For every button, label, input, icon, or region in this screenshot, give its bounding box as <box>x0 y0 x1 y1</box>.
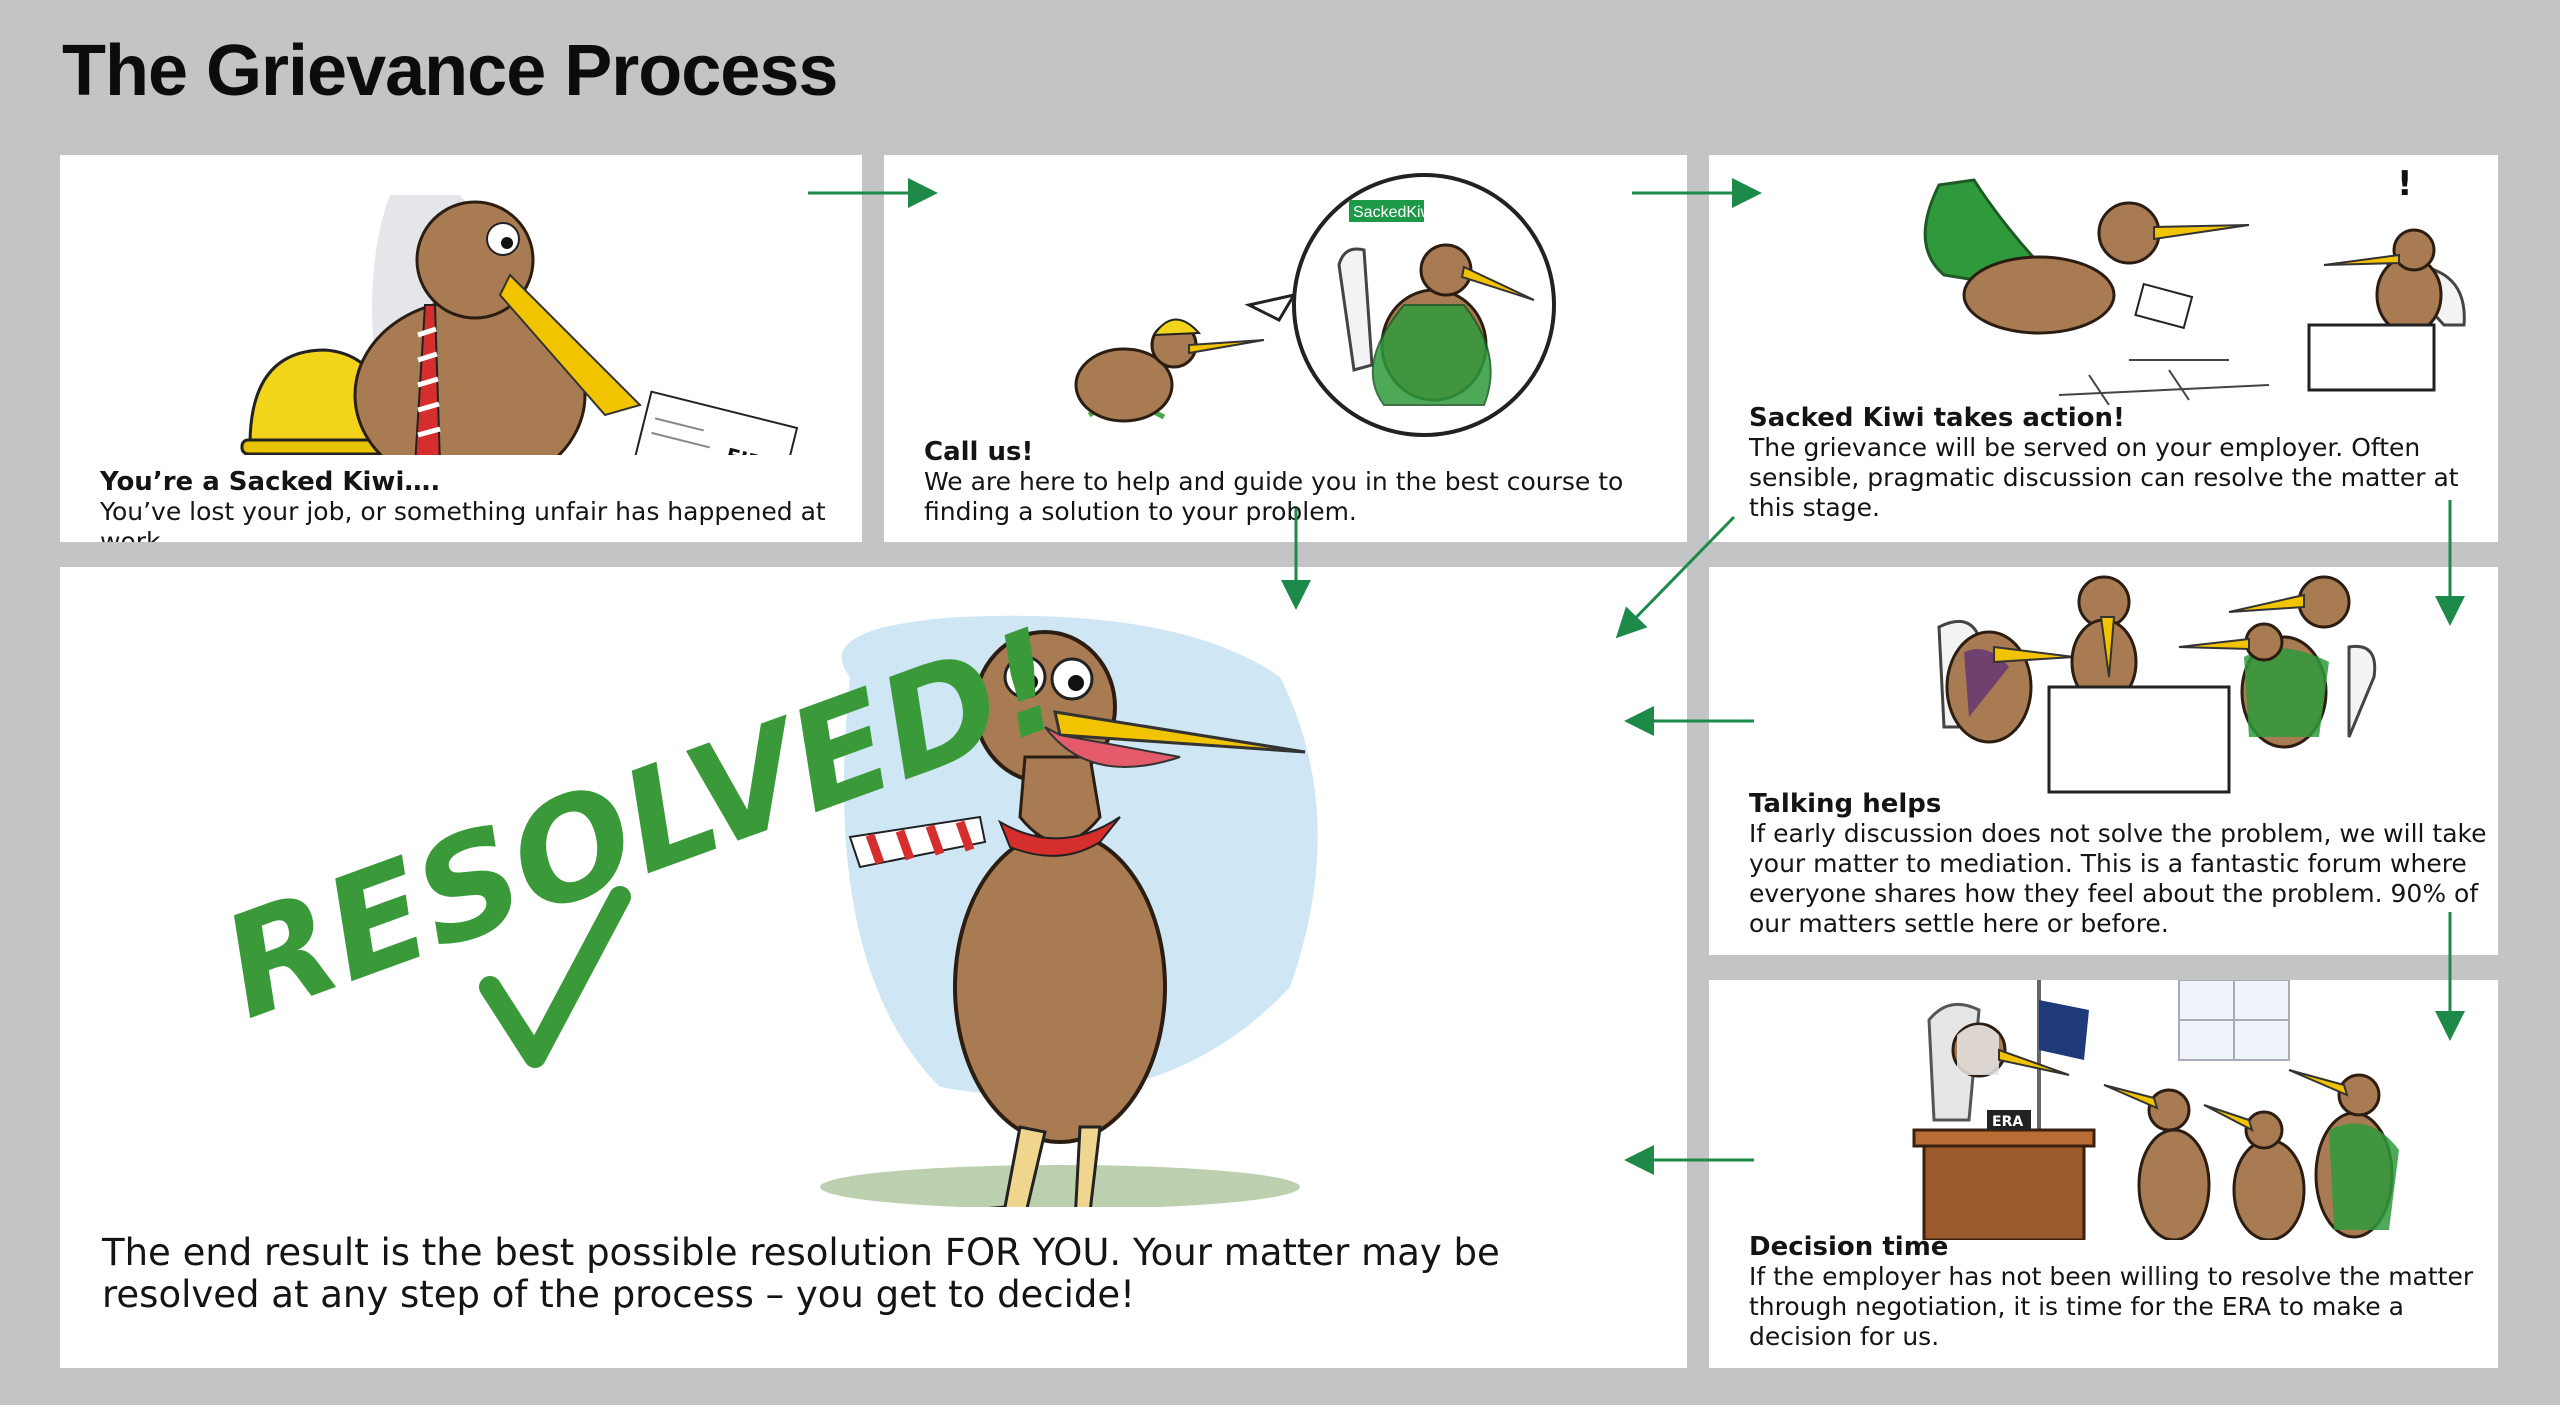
resolved-panel: RESOLVED! The end result is the best pos… <box>60 567 1687 1368</box>
step-text: If early discussion does not solve the p… <box>1749 819 2487 938</box>
step-caption: Sacked Kiwi takes action! The grievance … <box>1749 403 2489 523</box>
step-heading: Sacked Kiwi takes action! <box>1749 403 2125 433</box>
sad-kiwi-illustration: FIRED <box>240 195 799 455</box>
step-text: If the employer has not been willing to … <box>1749 1262 2474 1351</box>
step-panel-talking-helps: Talking helps If early discussion does n… <box>1709 567 2498 955</box>
step-text: You’ve lost your job, or something unfai… <box>100 497 826 542</box>
checkmark-icon <box>479 886 631 1068</box>
step-panel-call-us: SackedKiwi Call us! We are here to help … <box>884 155 1687 542</box>
page-title: The Grievance Process <box>62 31 838 111</box>
step-caption: Decision time If the employer has not be… <box>1749 1232 2489 1352</box>
step-heading: Call us! <box>924 437 1034 467</box>
step-text: The grievance will be served on your emp… <box>1749 433 2459 522</box>
era-nameplate: ERA <box>1992 1114 2023 1130</box>
step-text: We are here to help and guide you in the… <box>924 467 1624 526</box>
step-heading: Talking helps <box>1749 789 1942 819</box>
tribunal-illustration: ERA <box>1912 980 2399 1240</box>
step-caption: You’re a Sacked Kiwi…. You’ve lost your … <box>100 467 860 542</box>
step-heading: Decision time <box>1749 1232 1949 1262</box>
happy-kiwi-illustration: RESOLVED! <box>203 598 1318 1207</box>
step-panel-sacked-kiwi: FIRED You’re a Sacked Kiwi…. You’ve lost… <box>60 155 862 542</box>
step-panel-decision-time: ERA Decision time If the employer has no… <box>1709 980 2498 1368</box>
hard-hat-icon <box>240 348 404 455</box>
step-panel-takes-action: ! Sacked Kiwi takes action! The grievanc… <box>1709 155 2498 542</box>
phone-call-illustration: SackedKiwi <box>1074 173 1556 437</box>
sacked-kiwi-sign-text: SackedKiwi <box>1353 204 1436 221</box>
svg-text:!: ! <box>2397 164 2413 204</box>
mediation-illustration <box>1937 575 2377 794</box>
step-caption: Talking helps If early discussion does n… <box>1749 789 2489 939</box>
flying-kiwi-illustration: ! <box>1923 164 2466 405</box>
step-caption: Call us! We are here to help and guide y… <box>924 437 1674 527</box>
step-heading: You’re a Sacked Kiwi…. <box>100 467 441 497</box>
resolved-text: The end result is the best possible reso… <box>102 1231 1500 1316</box>
